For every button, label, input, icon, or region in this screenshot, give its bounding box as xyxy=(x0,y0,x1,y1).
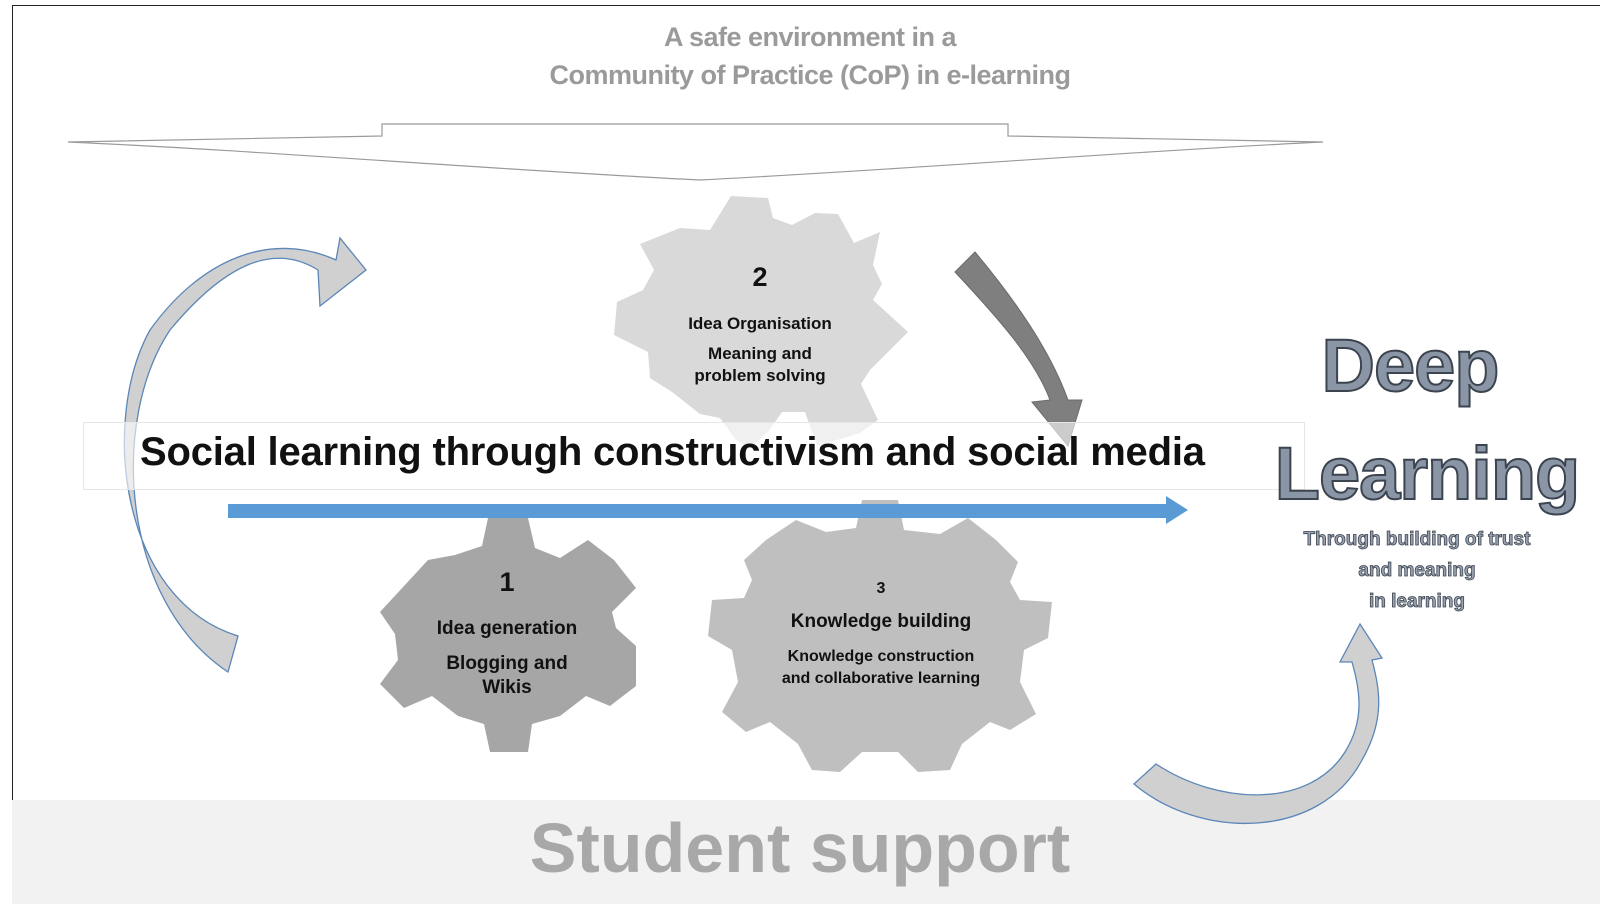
main-title: Social learning through constructivism a… xyxy=(140,430,1205,474)
student-support-band xyxy=(12,800,1600,904)
deep-learning-sub-line-3: in learning xyxy=(1368,591,1466,613)
gear-2-line-1: Meaning and xyxy=(708,344,812,363)
gear-2-title: Idea Organisation xyxy=(688,314,832,333)
student-support-label: Student support xyxy=(529,809,1071,887)
dark-curved-arrow xyxy=(954,251,1083,448)
gear-3-number: 3 xyxy=(876,580,886,597)
gear-2-number: 2 xyxy=(752,262,768,292)
gear-1-number: 1 xyxy=(499,567,515,597)
gear-1-shape xyxy=(380,518,636,752)
gear-1-line-2: Wikis xyxy=(482,677,532,698)
cop-title: A safe environment in a Community of Pra… xyxy=(460,18,1160,94)
main-title-box xyxy=(83,422,1305,490)
gear-3-line-1: Knowledge construction xyxy=(787,648,975,665)
gear-1-line-1: Blogging and xyxy=(446,653,568,674)
cop-brace-shape xyxy=(67,123,1324,181)
cop-title-line-2: Community of Practice (CoP) in e-learnin… xyxy=(549,60,1071,90)
gear-2-shape xyxy=(614,196,908,448)
deep-learning-sub-line-1: Through building of trust xyxy=(1303,529,1531,551)
deep-learning-sub-line-2: and meaning xyxy=(1358,560,1476,582)
right-curved-arrow xyxy=(1133,622,1384,825)
progress-arrow xyxy=(228,496,1188,524)
gear-3-line-2: and collaborative learning xyxy=(781,670,981,687)
gear-3-title: Knowledge building xyxy=(790,611,972,632)
deep-learning-line-2: Learning xyxy=(1274,431,1581,516)
deep-learning-line-1: Deep xyxy=(1321,323,1501,408)
cop-title-line-1: A safe environment in a xyxy=(663,22,957,52)
gear-2-line-2: problem solving xyxy=(694,366,826,385)
gear-1-title: Idea generation xyxy=(436,618,578,639)
gear-3-shape xyxy=(708,500,1052,772)
